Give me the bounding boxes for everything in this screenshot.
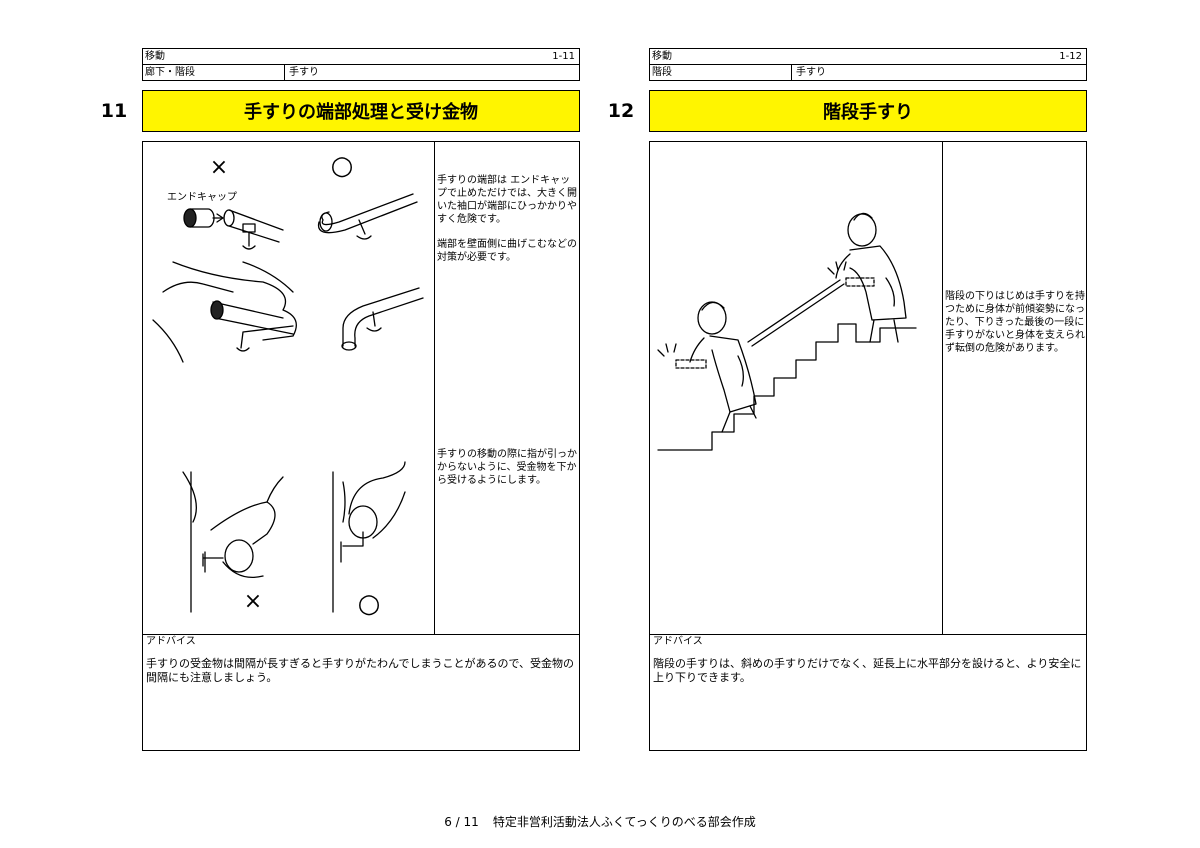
note-bracket: 手すりの移動の際に指が引っかからないように、受金物を下から受けるようにします。 [437,448,577,487]
endcap-label: エンドキャップ [167,191,237,203]
endcap-handrail-drawing [184,209,283,249]
bent-end-handrail-drawing [342,288,423,350]
advice-section: アドバイス 階段の手すりは、斜めの手すりだけでなく、延長上に水平部分を設けると、… [650,634,1086,750]
sheet-code: 1-12 [1059,49,1086,64]
bottom-bad-mark: × [244,589,262,614]
sheet-code: 1-11 [552,49,579,64]
category-label: 移動 [143,49,552,64]
header-table: 移動 1-11 廊下・階段 手すり [142,48,580,81]
item-title: 手すりの端部処理と受け金物 [142,90,580,132]
notes-panel: 階段の下りはじめは手すりを持つために身体が前傾姿勢になったり、下りきった最後の一… [942,142,1086,634]
page-footer: 6 / 11 特定非営利活動法人ふくてっくりのべる部会作成 [0,813,1200,830]
advice-label: アドバイス [653,635,703,649]
staircase-drawing [658,324,916,450]
bad-bracket-drawing [183,472,283,612]
lower-woman-drawing [690,302,756,432]
note-endcap: 手すりの端部は エンドキャップで止めただけでは、大きく開いた袖口が端部にひっかか… [437,174,577,226]
content-box: × ○ エンドキャップ × ○ 手すりの端部は エンドキャップで止めただけでは、… [142,141,580,751]
sheet-1-12: 移動 1-12 階段 手すり 12 階段手すり [649,48,1087,81]
advice-section: アドバイス 手すりの受金物は間隔が長すぎると手すりがたわんでしまうことがあるので… [143,634,579,750]
item-number: 11 [94,100,134,122]
subcategory-label: 階段 [650,65,792,80]
organization-credit: 特定非営利活動法人ふくてっくりのべる部会作成 [493,815,756,829]
stair-handrail-drawing [748,280,844,346]
sheet-1-11: 移動 1-11 廊下・階段 手すり 11 手すりの端部処理と受け金物 [142,48,580,81]
stair-illustration [650,142,942,634]
hand-sleeve-drawing [153,262,296,362]
notes-panel: 手すりの端部は エンドキャップで止めただけでは、大きく開いた袖口が端部にひっかか… [434,142,579,634]
content-box: 階段の下りはじめは手すりを持つために身体が前傾姿勢になったり、下りきった最後の一… [649,141,1087,751]
topic-label: 手すり [792,65,1086,80]
top-bad-mark: × [210,155,228,180]
item-number: 12 [601,100,641,122]
page-number: 6 / 11 [444,815,479,829]
advice-text: 手すりの受金物は間隔が長すぎると手すりがたわんでしまうことがあるので、受金物の間… [146,657,576,685]
advice-label: アドバイス [146,635,196,649]
curved-end-handrail-drawing [319,194,417,239]
bottom-good-mark: ○ [358,589,381,619]
illustration-panel: × ○ エンドキャップ × ○ [143,142,435,634]
category-label: 移動 [650,49,1059,64]
header-table: 移動 1-12 階段 手すり [649,48,1087,81]
handrail-illustration: × ○ エンドキャップ × ○ [143,142,434,634]
note-bend: 端部を壁面側に曲げこむなどの対策が必要です。 [437,238,577,264]
advice-text: 階段の手すりは、斜めの手すりだけでなく、延長上に水平部分を設けると、より安全に上… [653,657,1083,685]
note-stair-danger: 階段の下りはじめは手すりを持つために身体が前傾姿勢になったり、下りきった最後の一… [945,290,1085,355]
item-title: 階段手すり [649,90,1087,132]
subcategory-label: 廊下・階段 [143,65,285,80]
topic-label: 手すり [285,65,579,80]
top-good-mark: ○ [331,151,354,181]
illustration-panel [650,142,943,634]
